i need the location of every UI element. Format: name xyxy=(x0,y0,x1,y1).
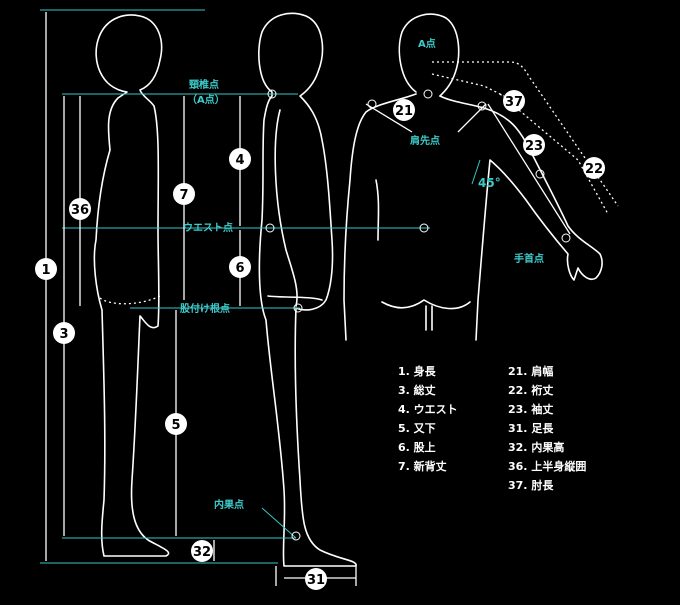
marker-36: 36 xyxy=(69,198,91,220)
measure-23 xyxy=(487,103,571,235)
label-wrist: 手首点 xyxy=(514,252,544,265)
measure-21-right xyxy=(457,103,487,133)
legend-left-column: 1. 身長 3. 総丈 4. ウエスト 5. 又下 6. 股上 7. 新背丈 xyxy=(398,364,458,473)
point-a xyxy=(423,89,433,99)
point-crotch xyxy=(293,303,303,313)
landmark-points xyxy=(265,89,571,541)
point-elbow xyxy=(535,169,545,179)
svg-text:31: 31 xyxy=(307,573,325,588)
marker-3: 3 xyxy=(53,322,75,344)
back-left-torso xyxy=(343,93,417,341)
legend-item: 21. 肩幅 xyxy=(508,364,553,378)
figure-side-view-2 xyxy=(258,12,357,567)
marker-37: 37 xyxy=(503,90,525,112)
legend-item: 22. 裄丈 xyxy=(508,383,553,397)
legend-right-column: 21. 肩幅 22. 裄丈 23. 袖丈 31. 足長 32. 内果高 36. … xyxy=(508,364,586,492)
label-crotch: 股付け根点 xyxy=(180,302,230,315)
side2-hip-line xyxy=(267,295,323,301)
svg-text:4: 4 xyxy=(235,153,244,168)
point-shoulder-left xyxy=(367,99,377,109)
marker-6: 6 xyxy=(229,256,251,278)
marker-23: 23 xyxy=(523,134,545,156)
guide-ankle-leader xyxy=(261,507,297,539)
marker-7: 7 xyxy=(173,183,195,205)
side2-body-outline xyxy=(258,12,357,567)
label-a-point: A点 xyxy=(418,37,436,50)
measure-22-dotted xyxy=(432,61,619,207)
point-ankle xyxy=(291,531,301,541)
marker-32: 32 xyxy=(191,540,213,562)
point-wrist xyxy=(561,233,571,243)
measure-21-left xyxy=(365,103,413,133)
legend-item: 4. ウエスト xyxy=(398,403,458,416)
guide-lines xyxy=(40,9,481,564)
label-ankle: 内果点 xyxy=(214,498,244,511)
marker-31: 31 xyxy=(305,568,327,590)
legend-item: 3. 総丈 xyxy=(398,383,436,397)
svg-text:5: 5 xyxy=(171,418,180,433)
point-cervicale xyxy=(267,89,277,99)
svg-text:37: 37 xyxy=(505,95,523,110)
marker-4: 4 xyxy=(229,148,251,170)
legend-item: 6. 股上 xyxy=(398,440,436,454)
back-head xyxy=(398,13,460,97)
point-waist-back xyxy=(419,223,429,233)
legend-item: 37. 肘長 xyxy=(508,478,554,492)
point-shoulder-right xyxy=(477,101,487,111)
label-cervicale-sub: （A点） xyxy=(187,93,225,106)
figure-back-view xyxy=(343,13,603,341)
svg-text:7: 7 xyxy=(179,188,188,203)
marker-21: 21 xyxy=(393,99,415,121)
landmark-labels: 頸椎点 （A点） A点 ウエスト点 股付け根点 肩先点 45° 手首点 内果点 xyxy=(180,37,544,511)
legend-item: 23. 袖丈 xyxy=(508,402,553,416)
number-markers: 1 3 36 7 4 6 5 32 31 21 37 23 22 xyxy=(35,90,605,590)
legend-item: 1. 身長 xyxy=(398,364,437,378)
legend: 1. 身長 3. 総丈 4. ウエスト 5. 又下 6. 股上 7. 新背丈 2… xyxy=(398,364,586,492)
svg-text:36: 36 xyxy=(71,203,89,218)
svg-text:1: 1 xyxy=(41,263,50,278)
guide-45-deg xyxy=(471,159,481,185)
side-crotch-dotted xyxy=(99,295,161,305)
back-right-torso-arm xyxy=(439,95,603,341)
svg-text:32: 32 xyxy=(193,545,211,560)
svg-text:23: 23 xyxy=(525,139,543,154)
legend-item: 7. 新背丈 xyxy=(398,459,447,473)
svg-text:22: 22 xyxy=(585,162,603,177)
svg-text:21: 21 xyxy=(395,104,413,119)
legend-item: 32. 内果高 xyxy=(508,440,564,454)
back-left-arm xyxy=(375,179,380,241)
marker-5: 5 xyxy=(165,413,187,435)
marker-22: 22 xyxy=(583,157,605,179)
marker-1: 1 xyxy=(35,258,57,280)
back-legs-start xyxy=(425,305,433,331)
side-body-outline xyxy=(93,14,170,557)
figure-side-view xyxy=(93,14,170,557)
label-waist: ウエスト点 xyxy=(183,221,233,234)
label-shoulder-point: 肩先点 xyxy=(410,134,440,147)
label-cervicale: 頸椎点 xyxy=(189,78,219,91)
legend-item: 31. 足長 xyxy=(508,422,554,435)
svg-text:3: 3 xyxy=(59,327,68,342)
svg-text:6: 6 xyxy=(235,261,244,276)
side2-arm xyxy=(274,109,298,307)
legend-item: 5. 又下 xyxy=(398,422,436,435)
label-angle: 45° xyxy=(478,176,501,190)
back-buttocks xyxy=(381,299,471,310)
legend-item: 36. 上半身縦囲 xyxy=(508,459,586,473)
point-waist-side xyxy=(265,223,275,233)
